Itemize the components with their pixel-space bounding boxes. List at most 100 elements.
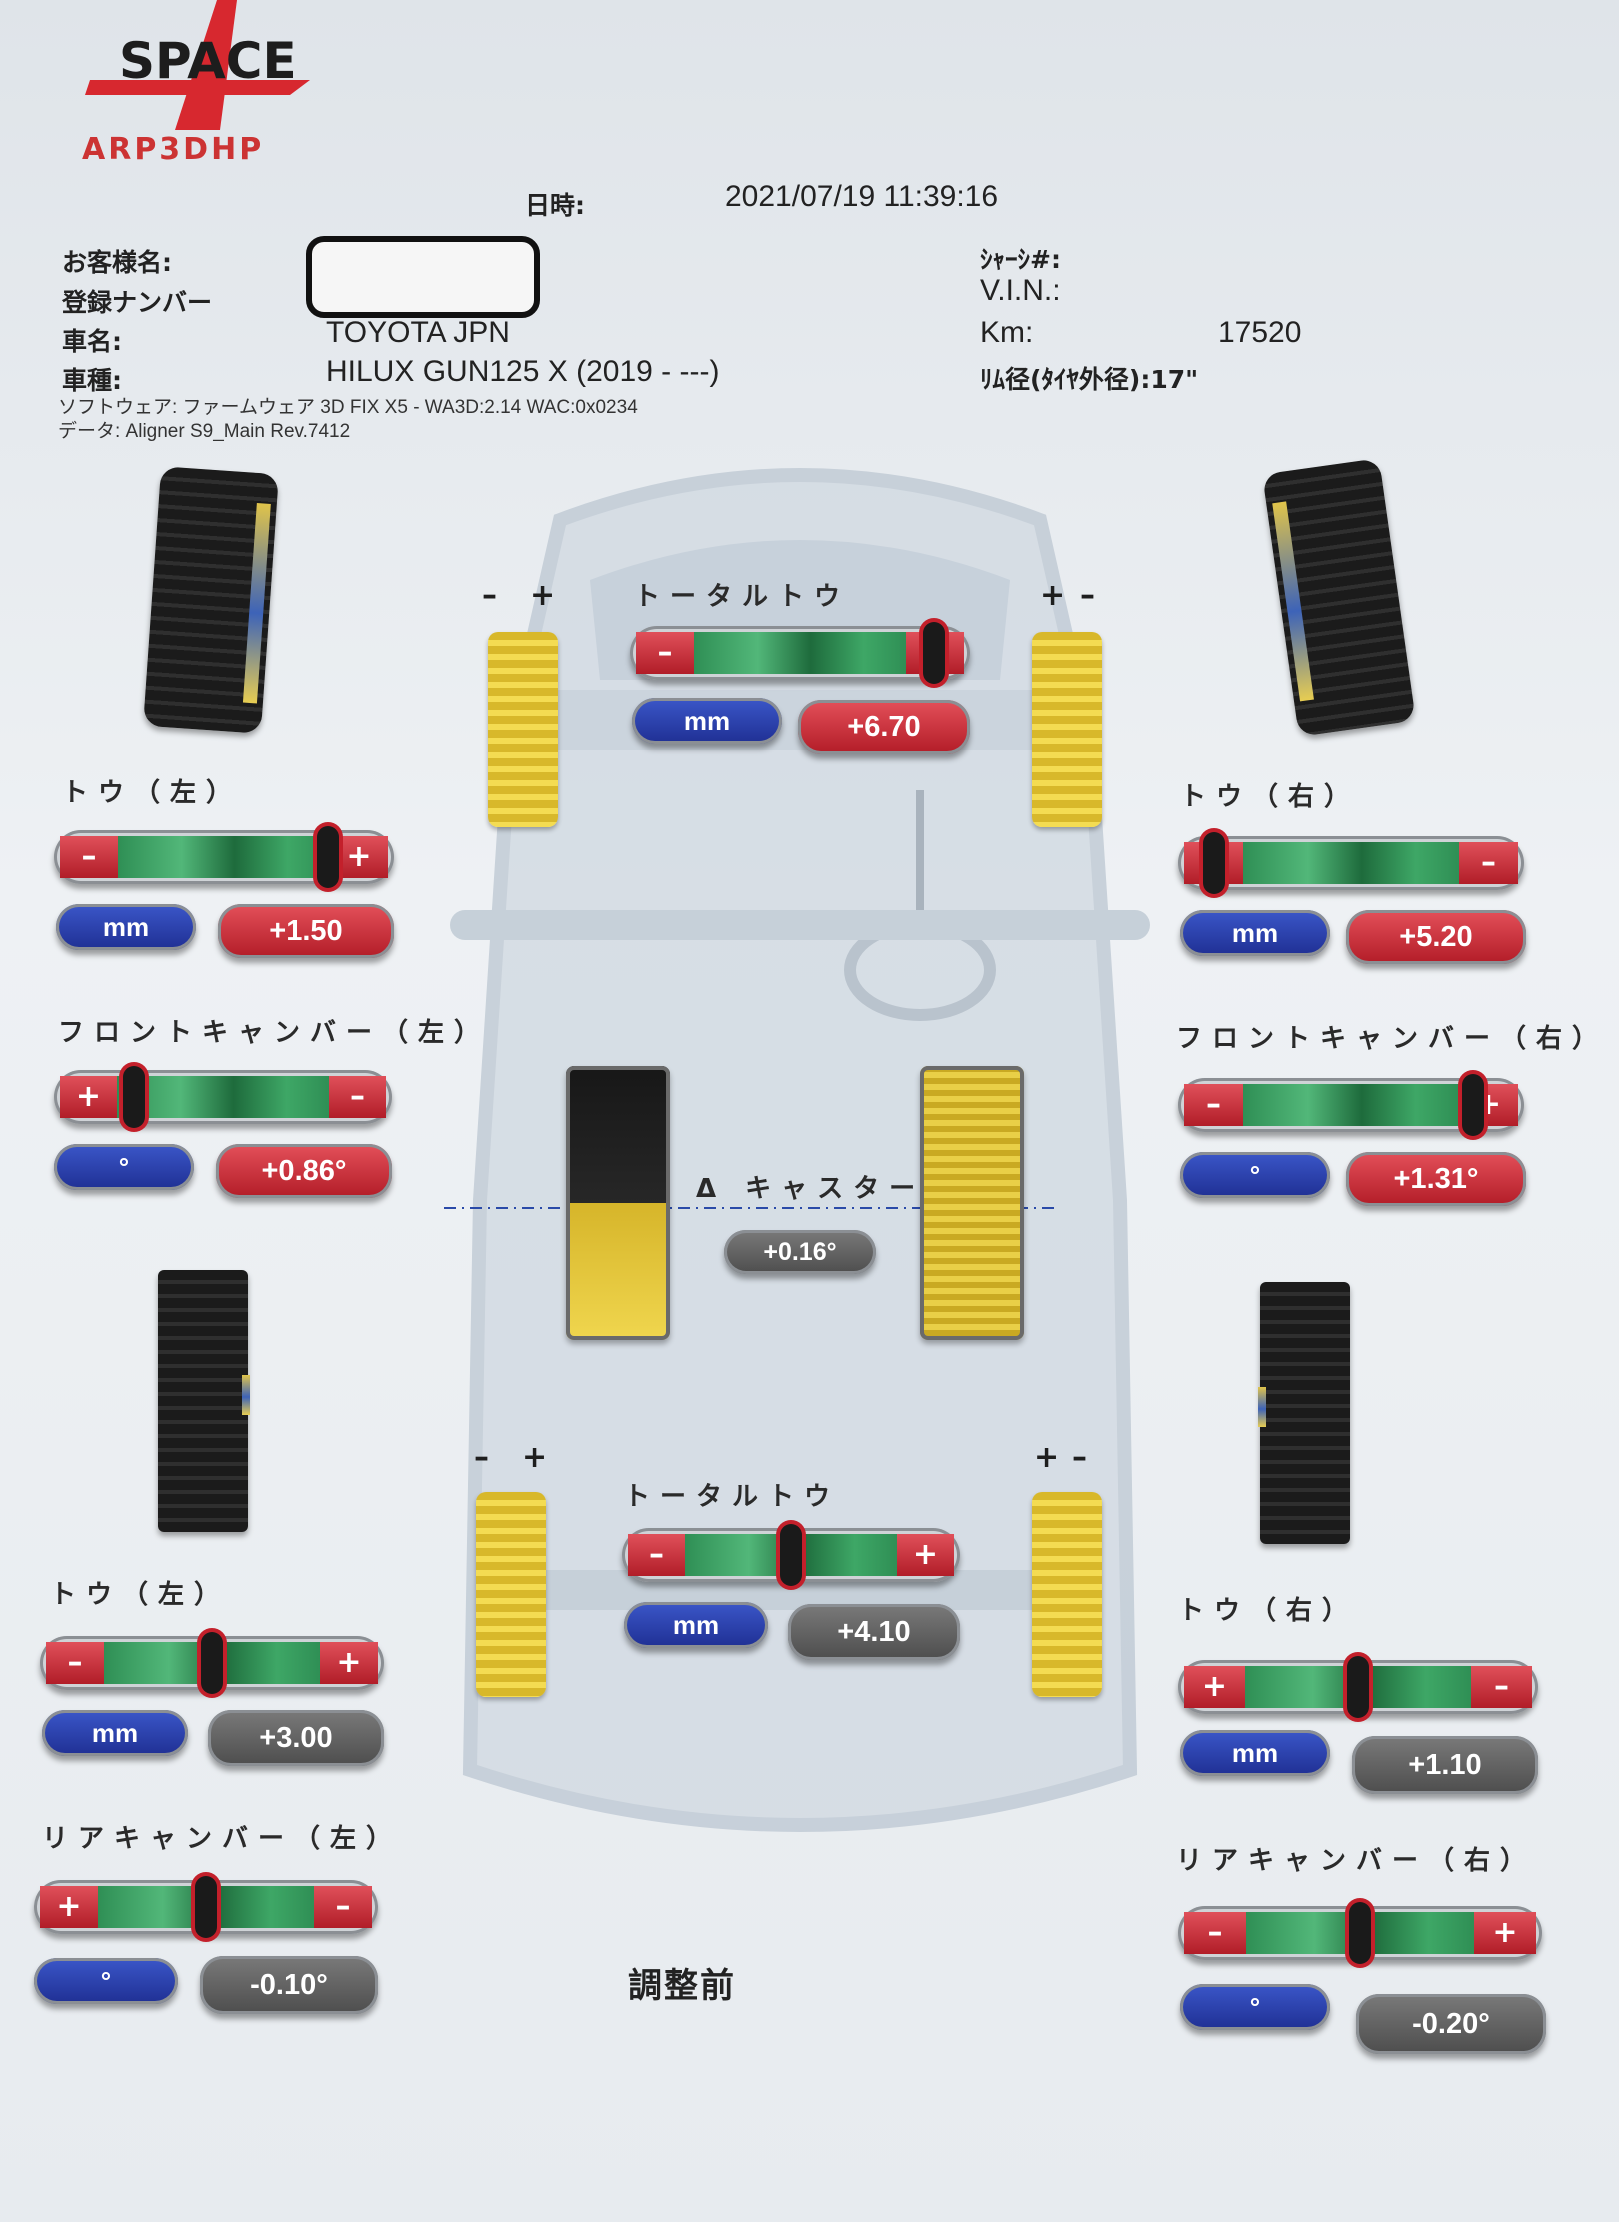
front-camber-right-value: +1.31°: [1346, 1152, 1526, 1206]
front-left-wheel-icon: [488, 632, 558, 827]
car-name-value: TOYOTA JPN: [326, 316, 510, 349]
rear-camber-right-value: -0.20°: [1356, 1994, 1546, 2054]
front-toe-left-gauge: –+: [54, 826, 394, 888]
gauge-left-sign: –: [81, 839, 97, 874]
caster-label: Δ キャスター: [696, 1174, 926, 1204]
datetime-label: 日時:: [525, 191, 585, 220]
front-total-toe-gauge: –+: [630, 622, 970, 684]
gauge-marker: [1347, 1656, 1369, 1718]
gauge-segment: [46, 1642, 104, 1684]
model-label: 車種:: [62, 366, 122, 395]
rl-top-minus: –: [474, 1440, 489, 1475]
front-toe-right-label: トウ（右）: [1180, 782, 1361, 812]
front-camber-right-unit: °: [1180, 1152, 1330, 1198]
gauge-right-sign: –: [335, 1889, 351, 1924]
gauge-segment: [40, 1886, 98, 1928]
vin-label: V.I.N.:: [980, 274, 1061, 307]
gauge-segment: [60, 836, 118, 878]
rear-toe-left-unit: mm: [42, 1710, 188, 1756]
rear-camber-left-unit: °: [34, 1958, 178, 2004]
rear-toe-left-value: +3.00: [208, 1710, 384, 1766]
rear-total-toe-label: トータルトウ: [624, 1482, 841, 1512]
gauge-right-sign: +: [1492, 1915, 1518, 1950]
front-camber-left-gauge: +–: [54, 1066, 392, 1128]
front-right-tyre-graphic: [1262, 458, 1416, 737]
km-label: Km:: [980, 316, 1034, 349]
gauge-right-sign: +: [336, 1645, 362, 1680]
gauge-marker: [201, 1632, 223, 1694]
rear-right-wheel-icon: [1032, 1492, 1102, 1697]
rear-toe-right-unit: mm: [1180, 1730, 1330, 1776]
gauge-right-sign: +: [346, 839, 372, 874]
front-camber-left-label: フロントキャンバー（左）: [58, 1018, 491, 1048]
rear-left-tyre-graphic: [158, 1270, 250, 1532]
fr-top-minus: –: [1080, 578, 1095, 613]
gauge-right-sign: –: [350, 1079, 365, 1114]
front-toe-right-unit: mm: [1180, 910, 1330, 956]
datetime-value: 2021/07/19 11:39:16: [725, 180, 999, 213]
gauge-left-sign: –: [67, 1645, 83, 1680]
model-value: HILUX GUN125 X (2019 - ---): [326, 355, 720, 388]
km-value: 17520: [1218, 316, 1302, 349]
front-right-wheel-icon: [1032, 632, 1102, 827]
gauge-marker: [923, 622, 946, 684]
front-camber-left-value: +0.86°: [216, 1144, 392, 1198]
gauge-segment: [1243, 1084, 1459, 1126]
caster-right-tyre: [920, 1066, 1024, 1340]
gauge-marker: [195, 1876, 217, 1938]
gauge-segment: [1184, 1666, 1245, 1708]
status-text: 調整前: [628, 1966, 736, 2006]
gauge-segment: [60, 1076, 117, 1118]
front-camber-left-unit: °: [54, 1144, 194, 1190]
gauge-segment: [636, 632, 694, 674]
rear-camber-left-gauge: +–: [34, 1876, 378, 1938]
rear-camber-right-label: リアキャンバー（右）: [1176, 1846, 1537, 1876]
caster-value: +0.16°: [724, 1230, 876, 1274]
rear-camber-left-value: -0.10°: [200, 1956, 378, 2014]
gauge-marker: [317, 826, 340, 888]
rear-total-toe-value: +4.10: [788, 1604, 960, 1660]
gauge-marker: [780, 1524, 802, 1586]
front-left-tyre-graphic: [143, 466, 279, 734]
front-toe-left-unit: mm: [56, 904, 196, 950]
gauge-marker: [1349, 1902, 1371, 1964]
front-camber-right-label: フロントキャンバー（右）: [1176, 1024, 1609, 1054]
rear-camber-right-unit: °: [1180, 1984, 1330, 2030]
rear-toe-left-label: トウ（左）: [50, 1580, 231, 1610]
gauge-segment: [897, 1534, 954, 1576]
rear-toe-left-gauge: –+: [40, 1632, 384, 1694]
gauge-marker: [123, 1066, 146, 1128]
rear-left-wheel-icon: [476, 1492, 546, 1697]
front-toe-left-label: トウ（左）: [62, 778, 243, 808]
software-line: ソフトウェア: ファームウェア 3D FIX X5 - WA3D:2.14 WA…: [58, 397, 638, 418]
rim-size: ﾘﾑ径(ﾀｲﾔ外径):17": [980, 365, 1199, 394]
front-toe-right-value: +5.20: [1346, 910, 1526, 964]
fr-top-plus: +: [1040, 578, 1066, 613]
gauge-segment: [320, 1642, 378, 1684]
gauge-segment: [329, 1076, 386, 1118]
front-total-toe-value: +6.70: [798, 700, 970, 754]
gauge-segment: [314, 1886, 372, 1928]
rear-right-tyre-graphic: [1258, 1282, 1350, 1544]
gauge-segment: [1184, 1084, 1243, 1126]
gauge-segment: [1474, 1912, 1536, 1954]
gauge-marker: [1461, 1074, 1484, 1136]
gauge-segment: [330, 836, 388, 878]
gauge-segment: [117, 1076, 329, 1118]
gauge-left-sign: +: [1201, 1669, 1228, 1704]
gauge-segment: [628, 1534, 685, 1576]
gauge-left-sign: +: [56, 1889, 82, 1924]
rl-top-plus: +: [522, 1440, 548, 1475]
gauge-segment: [694, 632, 906, 674]
front-camber-right-gauge: –+: [1178, 1074, 1524, 1136]
front-toe-left-value: +1.50: [218, 904, 394, 958]
gauge-left-sign: –: [649, 1537, 664, 1572]
data-line: データ: Aligner S9_Main Rev.7412: [58, 421, 351, 442]
gauge-marker: [1203, 832, 1226, 894]
rear-toe-right-value: +1.10: [1352, 1736, 1538, 1794]
gauge-right-sign: –: [1494, 1669, 1509, 1704]
gauge-segment: [1184, 1912, 1246, 1954]
rr-top-minus: –: [1072, 1440, 1087, 1475]
rear-toe-right-label: トウ（右）: [1178, 1596, 1359, 1626]
